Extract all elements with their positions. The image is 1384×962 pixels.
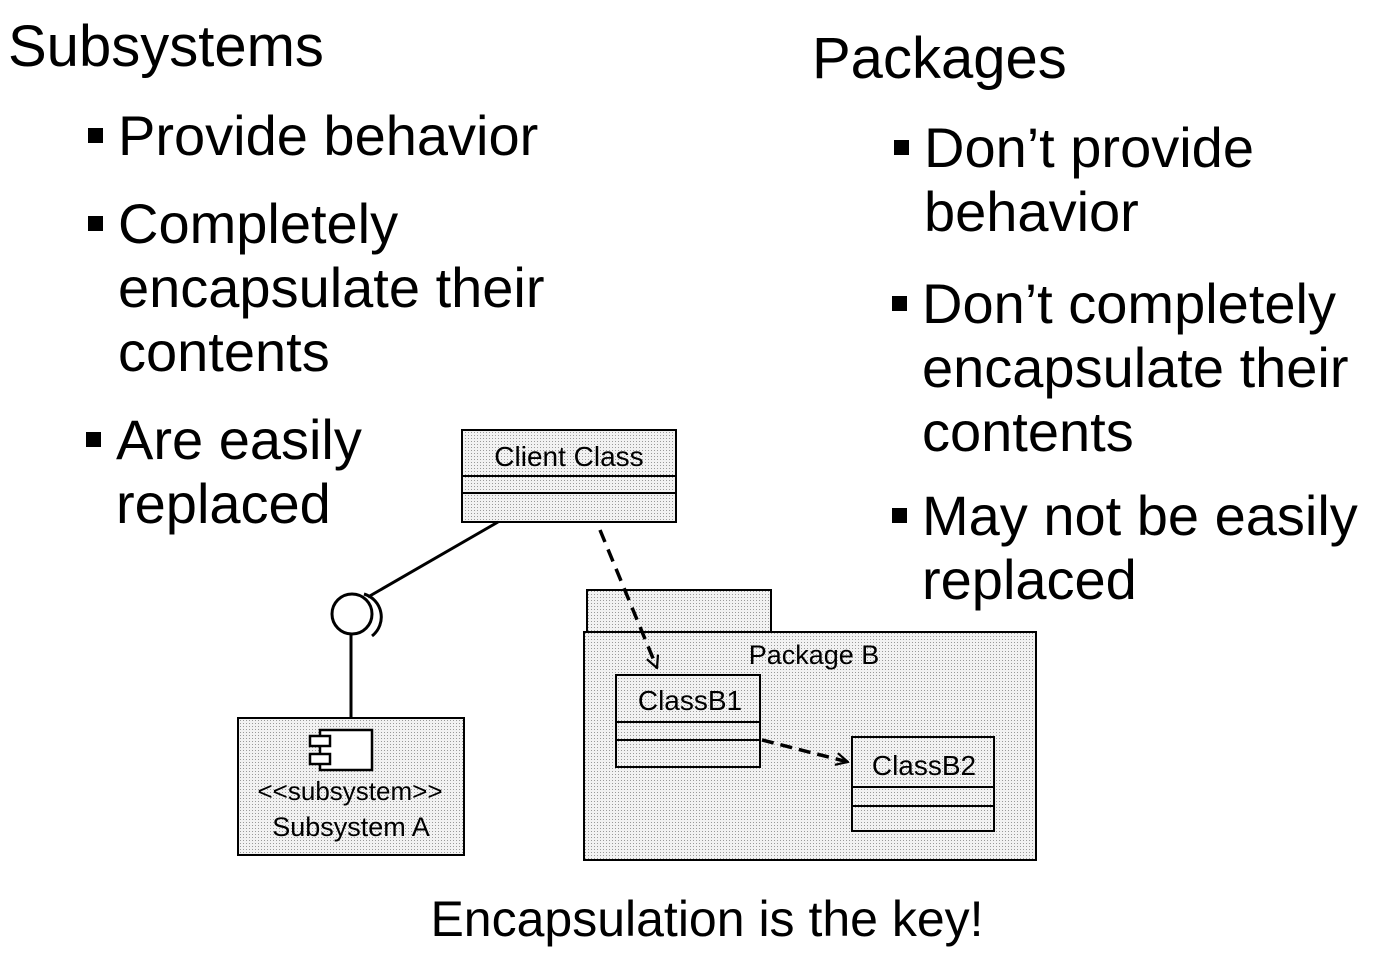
subsystems-bullet-2: Completely encapsulate their contents (88, 192, 545, 384)
bullet-text: contents (922, 400, 1134, 463)
bullet-text: Completely (118, 192, 399, 255)
client-class-label: Client Class (494, 441, 643, 472)
classb1-to-classb2-dependency-arrow (761, 738, 848, 762)
bullet-marker (88, 216, 103, 231)
bullet-text: encapsulate their (922, 336, 1349, 399)
bullet-marker (894, 140, 909, 155)
class-b1-box: ClassB1 (615, 674, 761, 768)
class-b1-label: ClassB1 (638, 685, 742, 716)
bullet-text: replaced (922, 548, 1137, 611)
bullet-text: behavior (924, 180, 1139, 243)
bullet-marker (892, 508, 907, 523)
packages-heading: Packages (812, 26, 1067, 91)
bullet-text: encapsulate their (118, 256, 545, 319)
packages-bullet-1: Don’t provide behavior (894, 116, 1254, 244)
client-class-box: Client Class (461, 429, 677, 523)
package-tab (586, 589, 772, 633)
bullet-text: May not be easily (922, 484, 1358, 547)
footer-caption: Encapsulation is the key! (430, 891, 984, 947)
bullet-marker (88, 128, 103, 143)
bullet-text: Provide behavior (118, 104, 539, 167)
interface-lollipop-icon (330, 592, 383, 638)
component-icon (308, 728, 374, 772)
bullet-marker (892, 296, 907, 311)
subsystem-stereotype-label: <<subsystem>> (258, 776, 443, 806)
bullet-text: Are easily (116, 408, 362, 471)
client-to-classb1-dependency-arrow (598, 529, 657, 668)
package-name-label: Package B (749, 640, 880, 670)
subsystem-name-label: Subsystem A (272, 812, 430, 842)
bullet-text: replaced (116, 472, 331, 535)
packages-bullet-2: Don’t completely encapsulate their conte… (892, 272, 1349, 464)
class-b2-box: ClassB2 (851, 736, 995, 832)
bullet-text: Don’t completely (922, 272, 1336, 335)
interface-realization-line (367, 520, 499, 599)
class-b2-label: ClassB2 (872, 750, 976, 781)
subsystems-heading: Subsystems (8, 14, 324, 79)
bullet-marker (86, 432, 101, 447)
packages-bullet-3: May not be easily replaced (892, 484, 1358, 612)
subsystems-bullet-3: Are easily replaced (86, 408, 362, 536)
bullet-text: contents (118, 320, 330, 383)
subsystem-a-box: <<subsystem>> Subsystem A (237, 717, 465, 856)
bullet-text: Don’t provide (924, 116, 1254, 179)
subsystems-bullet-1: Provide behavior (88, 104, 539, 168)
